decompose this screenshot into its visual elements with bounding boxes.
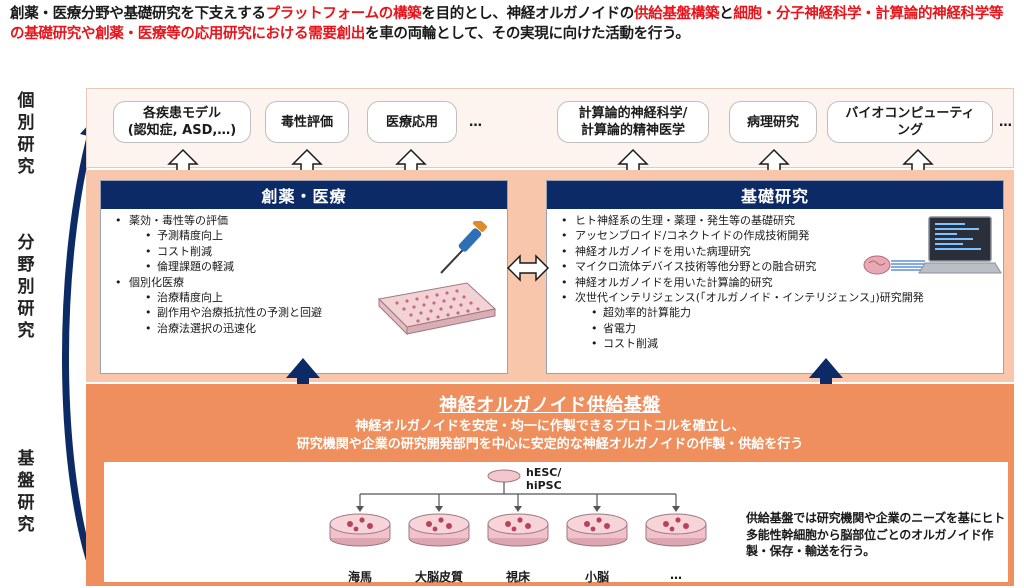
region-label: 小脳 xyxy=(584,570,609,584)
list-item: 神経オルガノイドを用いた病理研究 xyxy=(547,244,1003,260)
region-label: 大脳皮質 xyxy=(414,570,463,584)
pill-text: (認知症, ASD,…) xyxy=(127,123,237,138)
pill-text: 計算論的神経科学/ xyxy=(578,106,688,121)
list-item: 治療法選択の迅速化 xyxy=(101,321,507,337)
side-label-char: 研 xyxy=(17,493,35,513)
headline-highlight: 供給基盤構築 xyxy=(633,6,720,22)
list-item: 予測精度向上 xyxy=(101,228,507,244)
drug-discovery-list: 薬効・毒性等の評価予測精度向上コスト削減倫理課題の軽減個別化医療治療精度向上副作… xyxy=(101,209,507,337)
drug-discovery-title: 創薬・医療 xyxy=(101,181,507,209)
side-label-char: 野 xyxy=(17,255,35,275)
culture-dish xyxy=(645,513,707,547)
ellipsis: … xyxy=(999,115,1012,130)
supply-base-desc-line: 神経オルガノイドを安定・均一に作製できるプロトコルを確立し、 xyxy=(355,419,745,434)
solid-up-arrow xyxy=(286,358,320,400)
field-research-row: 創薬・医療 薬効・毒性等の評価予測精度向上コスト削減倫理課題の軽減個別化医療治療… xyxy=(86,170,1014,382)
list-item: 個別化医療 xyxy=(101,275,507,291)
supply-base-desc-line: 研究機関や企業の研究開発部門を中心に安定的な神経オルガノイドの作製・供給を行う xyxy=(296,437,804,452)
supply-base-note: 供給基盤では研究機関や企業のニーズを基にヒト多能性幹細胞から脳部位ごとのオルガノ… xyxy=(746,511,1006,558)
drug-discovery-panel: 創薬・医療 薬効・毒性等の評価予測精度向上コスト削減倫理課題の軽減個別化医療治療… xyxy=(100,180,508,374)
headline-part: と xyxy=(719,6,734,22)
list-item: 省電力 xyxy=(547,321,1003,337)
ellipsis: … xyxy=(469,115,482,130)
region-label: 視床 xyxy=(505,570,530,584)
pill-text: 医療応用 xyxy=(385,114,438,130)
side-label-char: 別 xyxy=(17,277,35,297)
list-item: 超効率的計算能力 xyxy=(547,305,1003,321)
supply-base-inner: hESC/ hiPSC 海馬 大脳皮質 視床 小脳 … 供給基盤では研究機関や企… xyxy=(104,462,1008,584)
dish-tree-illustration xyxy=(329,469,707,547)
pill-text: バイオコンピューティ xyxy=(845,106,975,121)
pill-computational-neuroscience: 計算論的神経科学/計算論的精神医学 xyxy=(557,101,709,143)
list-item: ヒト神経系の生理・薬理・発生等の基礎研究 xyxy=(547,213,1003,229)
side-label-char: 研 xyxy=(17,135,35,155)
headline-highlight: プラットフォームの構築 xyxy=(265,6,422,22)
list-item: コスト削減 xyxy=(101,244,507,260)
list-item: 薬効・毒性等の評価 xyxy=(101,213,507,229)
list-item: 倫理課題の軽減 xyxy=(101,259,507,275)
solid-up-arrow xyxy=(809,358,843,400)
pill-toxicity: 毒性評価 xyxy=(265,101,349,143)
culture-dish xyxy=(329,513,391,547)
laptop-organoid-illustration xyxy=(863,216,1002,275)
side-label-char: 盤 xyxy=(17,471,35,491)
headline-highlight: 細胞・分子神経科学・計算論的神経科学等の基礎研究や創薬・医療等の応用研究における… xyxy=(10,6,1004,42)
list-item: コスト削減 xyxy=(547,336,1003,352)
pill-text: ング xyxy=(896,123,923,138)
list-item: 治療精度向上 xyxy=(101,290,507,306)
double-arrow xyxy=(506,254,550,282)
headline-part: 創薬・医療分野や基礎研究を下支えする xyxy=(10,6,266,22)
culture-dish xyxy=(566,513,628,547)
region-label: 海馬 xyxy=(347,570,372,584)
side-label-char: 究 xyxy=(17,515,35,535)
side-label-char: 別 xyxy=(17,113,35,133)
headline: 創薬・医療分野や基礎研究を下支えするプラットフォームの構築を目的とし、神経オルガ… xyxy=(10,4,1014,44)
region-label: … xyxy=(670,568,682,582)
supply-base-title: 神経オルガノイド供給基盤 xyxy=(439,395,661,416)
side-label-char: 研 xyxy=(17,299,35,319)
pill-text: 各疾患モデル xyxy=(142,106,221,121)
basic-research-list: ヒト神経系の生理・薬理・発生等の基礎研究アッセンブロイド/コネクトイドの作成技術… xyxy=(547,209,1003,352)
list-item: 神経オルガノイドを用いた計算論的研究 xyxy=(547,275,1003,291)
source-cell-line: hESC/ xyxy=(526,466,562,479)
pill-text: 病理研究 xyxy=(746,114,799,130)
pill-pathology: 病理研究 xyxy=(729,101,817,143)
side-label-char: 個 xyxy=(17,91,35,111)
source-cell-line: hiPSC xyxy=(526,479,562,492)
well-plate-pipette-illustration xyxy=(377,221,497,336)
culture-dish xyxy=(408,513,470,547)
side-label-base: 基 盤 研 究 xyxy=(14,448,38,536)
side-label-char: 究 xyxy=(17,321,35,341)
side-label-char: 分 xyxy=(17,233,35,253)
pill-disease-model: 各疾患モデル (認知症, ASD,…) xyxy=(113,101,251,143)
pill-medical-application: 医療応用 xyxy=(367,101,457,143)
pill-biocomputing: バイオコンピューティング xyxy=(827,101,993,143)
culture-dish xyxy=(487,513,549,547)
headline-part: を車の両輪として、その実現に向けた活動を行う。 xyxy=(365,26,690,42)
basic-research-panel: 基礎研究 ヒト神経系の生理・薬理・発生等の基礎研究アッセンブロイド/コネクトイド… xyxy=(546,180,1004,374)
headline-part: を目的とし、神経オルガノイドの xyxy=(421,6,634,22)
basic-research-title: 基礎研究 xyxy=(547,181,1003,209)
pill-text: 毒性評価 xyxy=(280,114,333,130)
side-label-char: 究 xyxy=(17,157,35,177)
side-label-field: 分 野 別 研 究 xyxy=(14,232,38,342)
hollow-arrows xyxy=(167,148,934,181)
list-item: マイクロ流体デバイス技術等他分野との融合研究 xyxy=(547,259,1003,275)
list-item: 次世代インテリジェンス(「オルガノイド・インテリジェンス」)研究開発 xyxy=(547,290,1003,306)
solid-arrows xyxy=(286,358,843,400)
individual-research-row: 各疾患モデル (認知症, ASD,…) 毒性評価 医療応用 … 計算論的神経科学/… xyxy=(86,88,1014,168)
side-label-char: 基 xyxy=(17,449,35,469)
list-item: アッセンブロイド/コネクトイドの作成技術開発 xyxy=(547,228,1003,244)
pill-text: 計算論的精神医学 xyxy=(580,123,685,138)
supply-base-row: 神経オルガノイド供給基盤 神経オルガノイドを安定・均一に作製できるプロトコルを確… xyxy=(86,384,1014,586)
side-label-individual: 個 別 研 究 xyxy=(14,90,38,178)
source-cell-label: hESC/ hiPSC xyxy=(526,466,562,492)
list-item: 副作用や治療抵抗性の予測と回避 xyxy=(101,305,507,321)
supply-base-description: 神経オルガノイドを安定・均一に作製できるプロトコルを確立し、 研究機関や企業の研… xyxy=(86,418,1014,454)
source-dish xyxy=(487,469,521,483)
